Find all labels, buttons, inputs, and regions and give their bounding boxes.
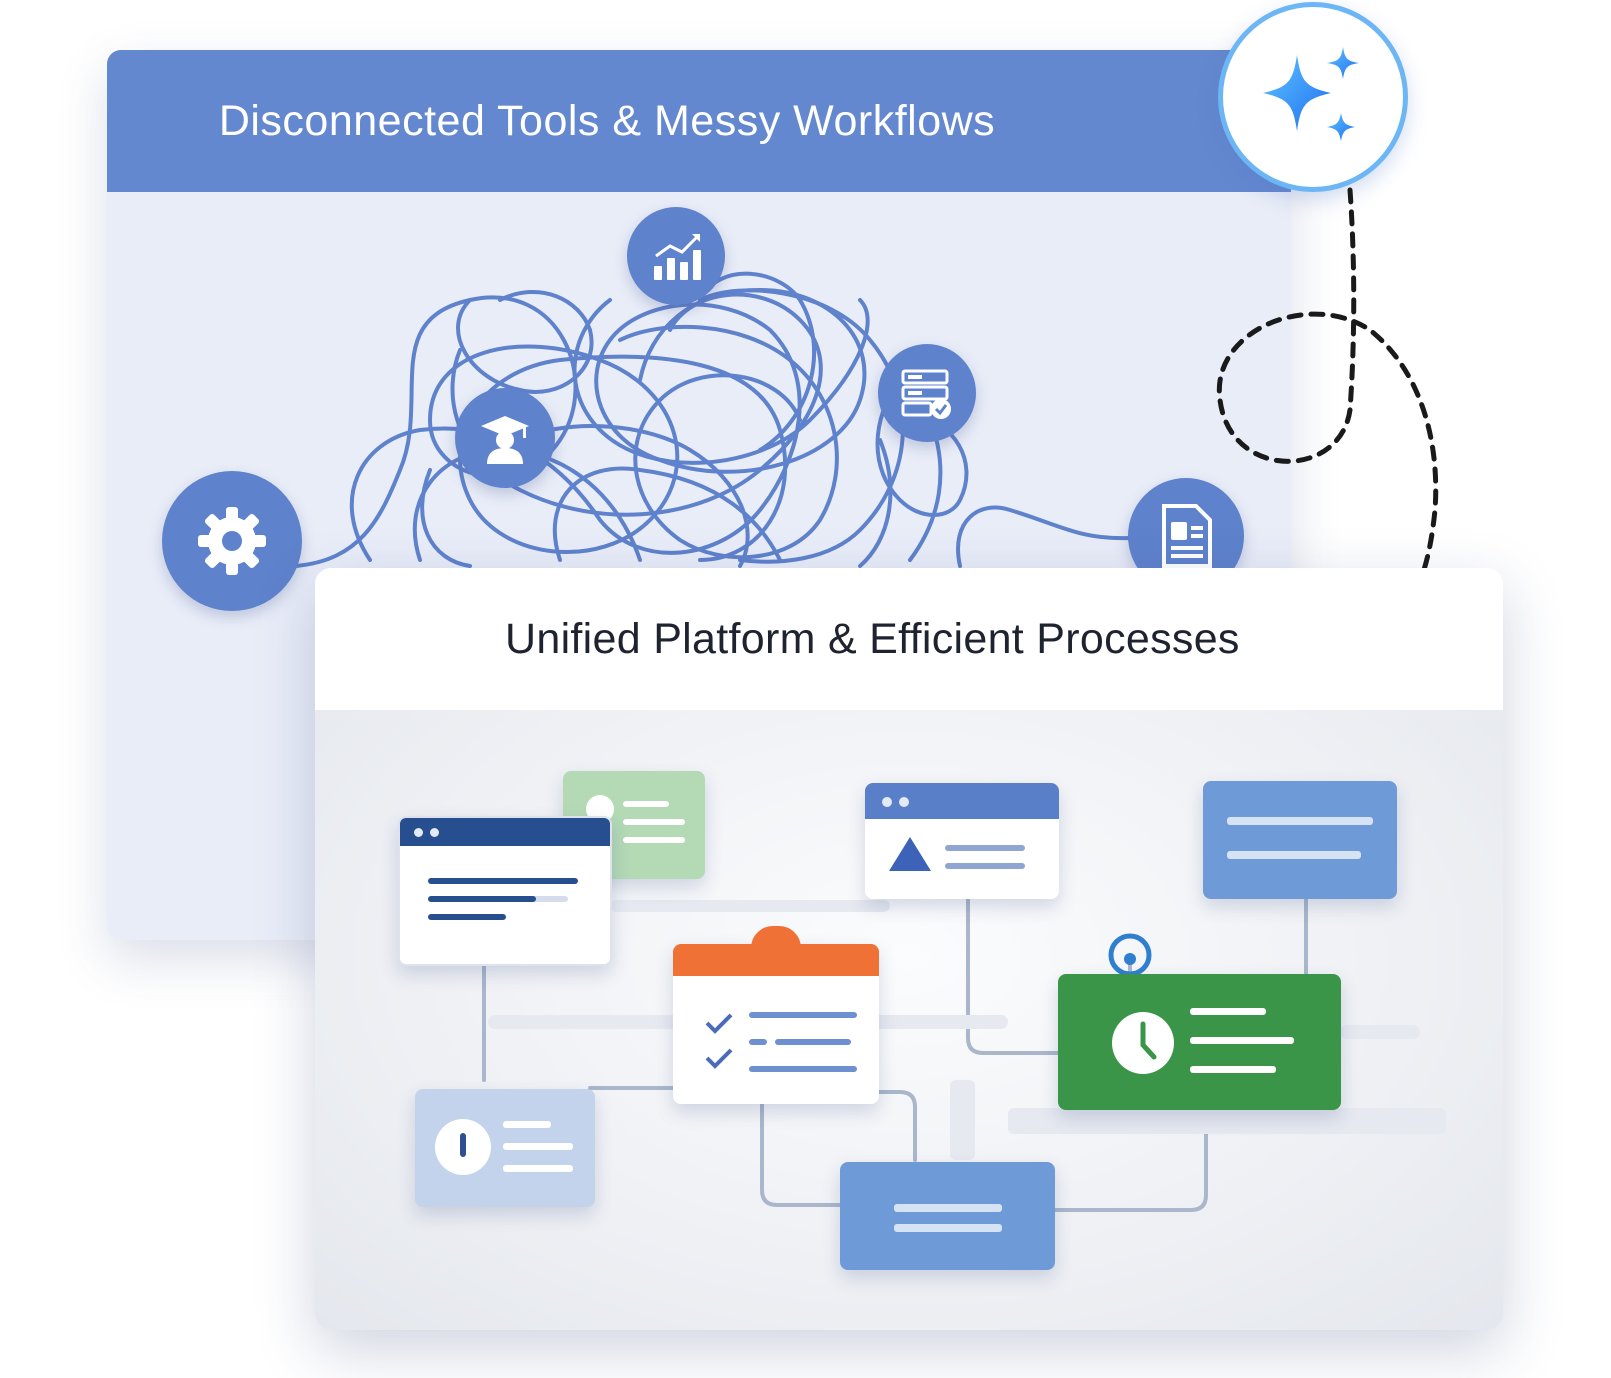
server-check-icon[interactable] xyxy=(878,344,976,442)
text-line xyxy=(428,914,506,920)
text-line xyxy=(749,1012,857,1018)
text-line xyxy=(894,1224,1002,1232)
text-line xyxy=(1190,1066,1276,1073)
disconnected-tools-header: Disconnected Tools & Messy Workflows xyxy=(107,50,1291,192)
unified-platform-title: Unified Platform & Efficient Processes xyxy=(505,614,1240,663)
shape-window-card[interactable] xyxy=(865,783,1059,899)
text-line xyxy=(503,1121,551,1128)
window-titlebar xyxy=(865,783,1059,819)
window-titlebar xyxy=(400,818,610,846)
text-card-blue[interactable] xyxy=(1203,781,1397,899)
browser-window-card[interactable] xyxy=(398,816,612,966)
clock-task-card[interactable] xyxy=(1058,974,1341,1110)
sparkle-badge[interactable] xyxy=(1218,2,1408,192)
triangle-icon xyxy=(889,837,931,871)
text-line xyxy=(749,1066,857,1072)
text-line xyxy=(894,1204,1002,1212)
text-line xyxy=(428,896,536,902)
text-line xyxy=(1190,1008,1266,1015)
text-line xyxy=(775,1039,851,1045)
text-card-bottom[interactable] xyxy=(840,1162,1055,1270)
calendar-tab xyxy=(751,926,801,966)
disconnected-tools-title: Disconnected Tools & Messy Workflows xyxy=(218,96,996,145)
contact-card-content xyxy=(586,795,685,843)
text-line xyxy=(749,1039,767,1045)
text-line xyxy=(945,845,1025,851)
checklist-calendar-card[interactable] xyxy=(673,926,879,1104)
graduate-icon[interactable] xyxy=(455,388,555,488)
window-dot xyxy=(882,797,892,807)
window-dot xyxy=(430,828,439,837)
text-line xyxy=(503,1165,573,1172)
analytics-chart-icon[interactable] xyxy=(627,207,725,305)
window-dot xyxy=(414,828,423,837)
window-dot xyxy=(899,797,909,807)
text-line xyxy=(428,878,578,884)
clock-icon xyxy=(1112,1012,1174,1074)
text-line xyxy=(945,863,1025,869)
text-line xyxy=(503,1143,573,1150)
text-line xyxy=(1227,817,1373,825)
sparkle-icon xyxy=(1263,47,1359,141)
unified-platform-header: Unified Platform & Efficient Processes xyxy=(315,568,1503,710)
text-line xyxy=(1227,851,1361,859)
profile-card-light[interactable] xyxy=(415,1089,595,1207)
gear-icon[interactable] xyxy=(162,471,302,611)
text-line xyxy=(1190,1037,1294,1044)
profile-icon xyxy=(435,1119,491,1175)
checkmark-icon xyxy=(705,1013,733,1069)
